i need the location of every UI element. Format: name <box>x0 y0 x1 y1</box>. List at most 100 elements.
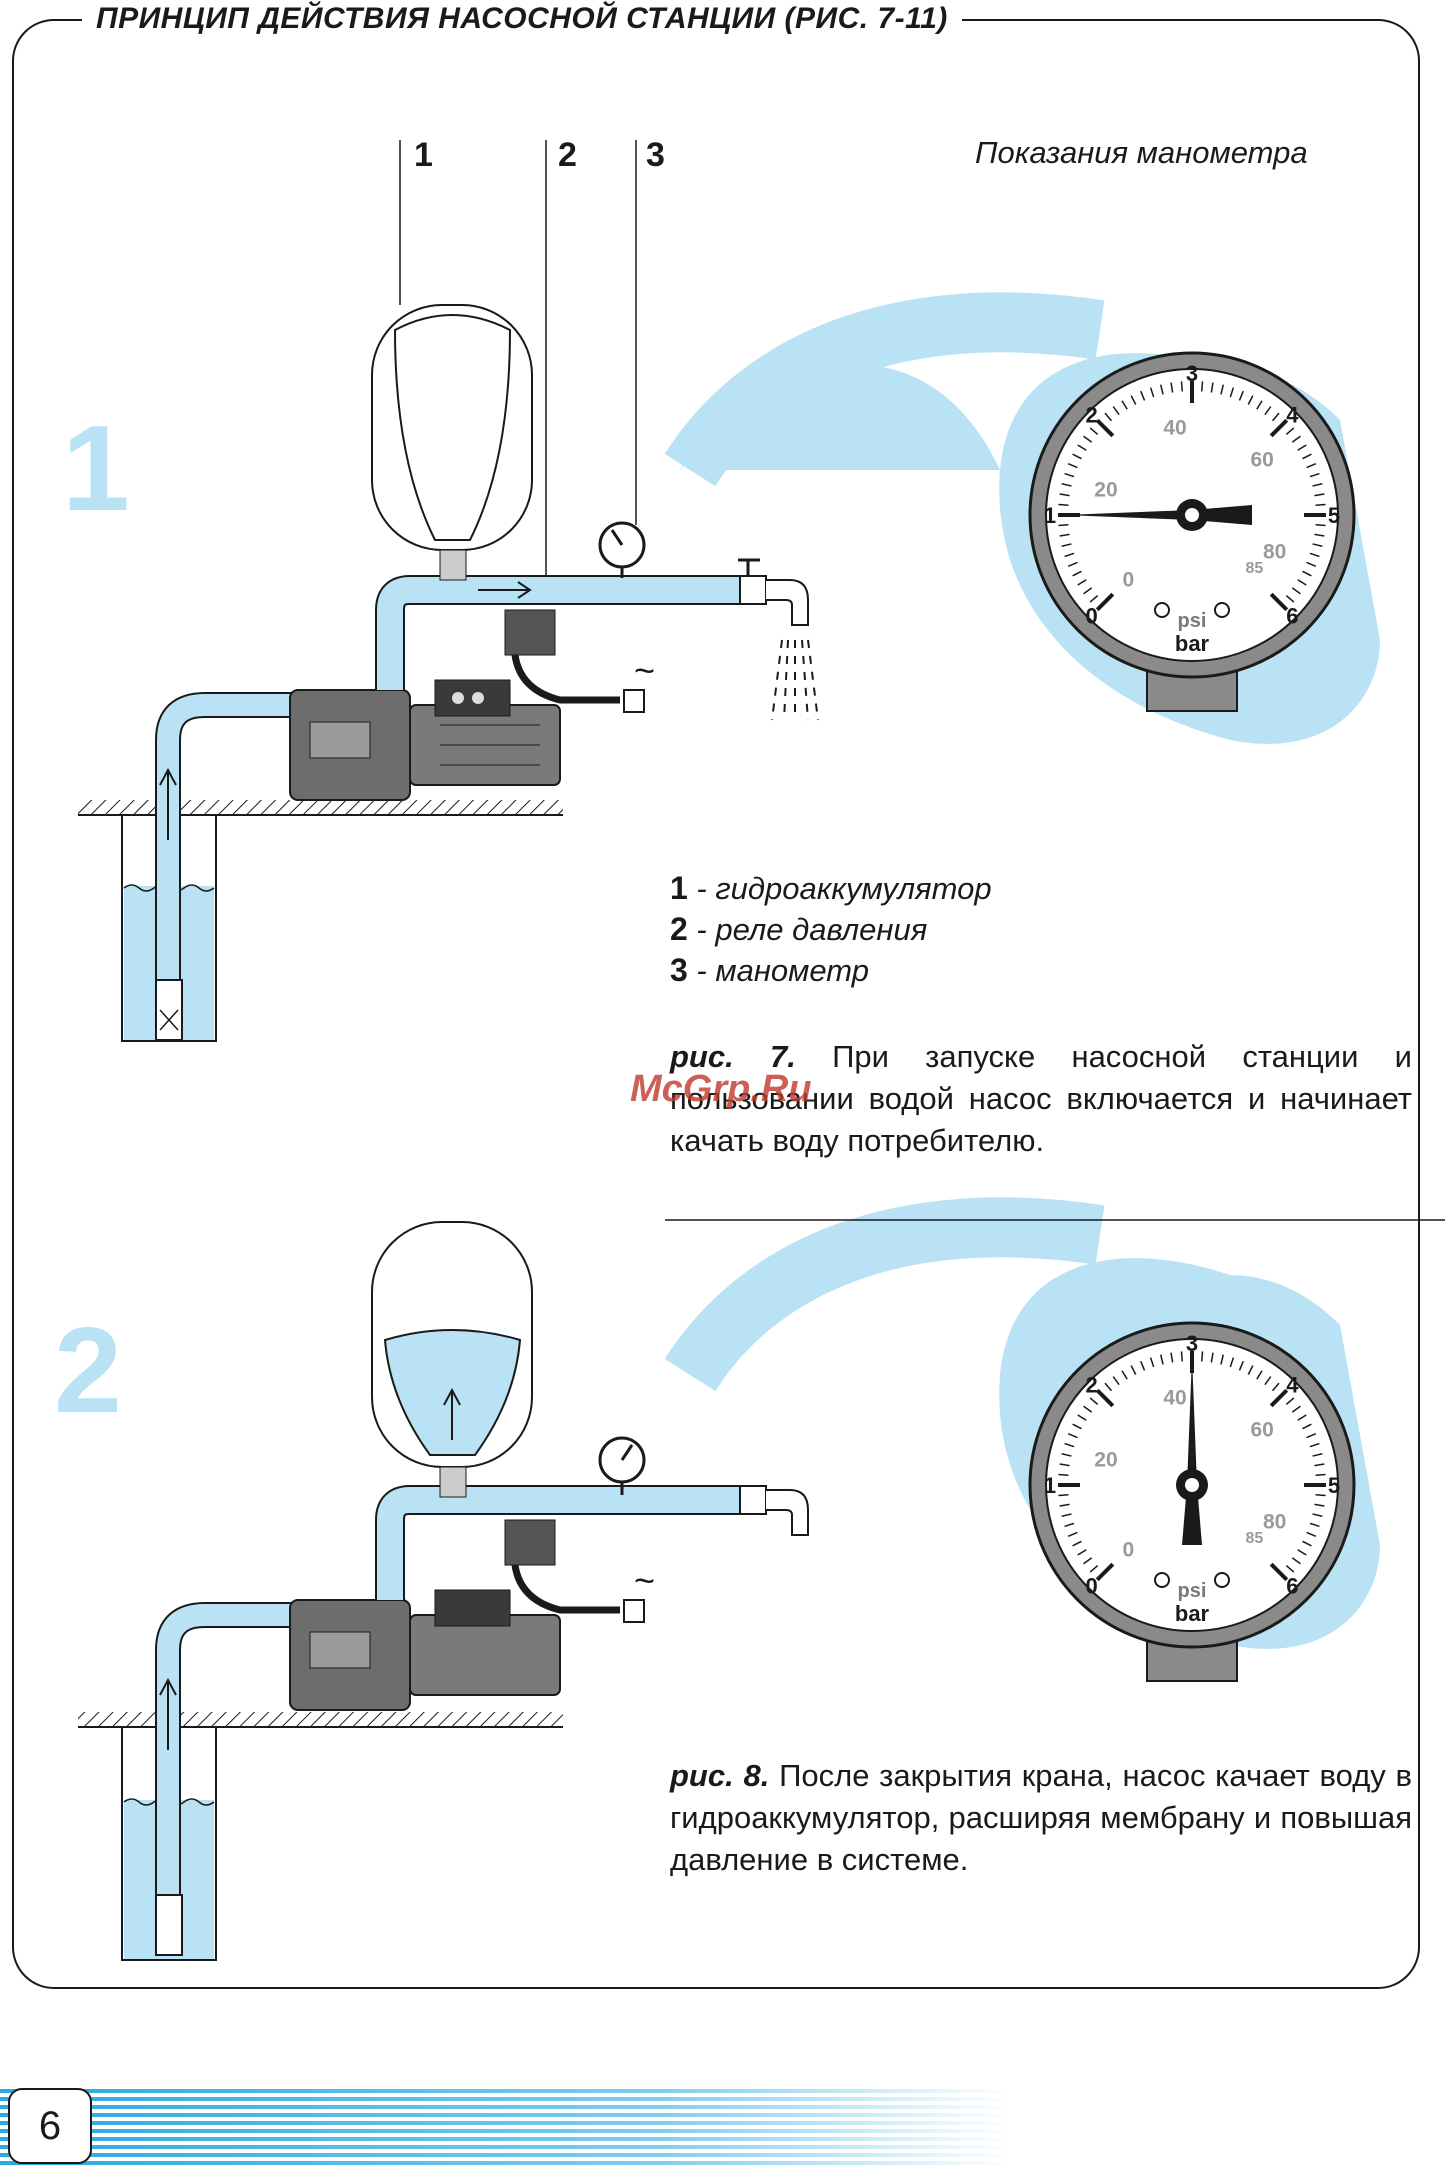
gauge-tick <box>1229 387 1235 398</box>
gauge-tick <box>1291 587 1301 595</box>
gauge-tick <box>1269 1562 1289 1582</box>
gauge-tick <box>1083 587 1093 595</box>
gauge-tick <box>1256 400 1263 410</box>
gauge-tick <box>1112 406 1120 416</box>
gauge-tick <box>1095 592 1115 612</box>
gauge-tick <box>1064 472 1075 478</box>
gauge-screw <box>1214 1572 1230 1588</box>
footer-stripe <box>0 2097 1447 2101</box>
gauge-tick <box>1149 1357 1155 1368</box>
legend: 1 - гидроаккумулятор 2 - реле давления 3… <box>670 868 992 991</box>
gauge-tick <box>1112 1376 1120 1386</box>
gauge-tick <box>1061 1452 1072 1457</box>
gauge-bar-label: 1 <box>1044 503 1056 528</box>
gauge-tick <box>1083 435 1093 443</box>
gauge-tick <box>1314 1503 1325 1507</box>
gauge-tick <box>1089 594 1099 603</box>
footer-stripe <box>0 2137 1447 2141</box>
gauge-tick <box>1297 1549 1307 1556</box>
gauge-bar-label: 4 <box>1286 403 1299 428</box>
footer-stripes <box>0 2089 1447 2165</box>
gauge-tick <box>1067 1531 1078 1537</box>
gauge-tick <box>1140 390 1146 401</box>
gauge-tick <box>1302 570 1312 577</box>
gauge-tick <box>1061 1513 1072 1518</box>
gauge-psi-label: 80 <box>1263 1511 1286 1534</box>
gauge-tick <box>1210 1352 1214 1363</box>
gauge-tick <box>1302 1540 1312 1547</box>
gauge-bar-label: 5 <box>1328 503 1340 528</box>
gauge-tick <box>1072 453 1082 460</box>
gauge-tick <box>1089 1397 1099 1406</box>
gauge-tick <box>1159 384 1164 395</box>
gauge-tick <box>1309 1442 1320 1448</box>
gauge-tick <box>1200 381 1204 392</box>
gauge-unit-psi: psi <box>1178 1580 1207 1602</box>
gauge-unit-bar: bar <box>1175 1601 1210 1626</box>
footer-stripe <box>0 2113 1447 2117</box>
gauge-tick <box>1291 1405 1301 1413</box>
gauge-tick <box>1264 406 1272 416</box>
gauge-tick <box>1058 1473 1069 1477</box>
gauge-tick <box>1200 1351 1204 1362</box>
gauge-tick <box>1314 533 1325 537</box>
gauge-tick <box>1104 412 1113 422</box>
page-title: ПРИНЦИП ДЕЙСТВИЯ НАСОСНОЙ СТАНЦИИ (РИС. … <box>82 2 962 36</box>
gauge-tick <box>1256 1370 1263 1380</box>
gauge-tick <box>1159 1354 1164 1365</box>
gauge-tick <box>1180 1351 1184 1362</box>
gauge-tick <box>1312 543 1323 548</box>
gauge-tick <box>1314 1463 1325 1467</box>
fig8-text: После закрытия крана, насос качает воду … <box>670 1758 1412 1877</box>
gauge-tick <box>1220 1354 1225 1365</box>
gauge-tick <box>1121 1370 1128 1380</box>
gauge-psi-label: 85 <box>1245 560 1263 577</box>
gauge-tick <box>1064 1442 1075 1448</box>
legend-item: 3 - манометр <box>670 952 870 988</box>
gauge-psi-label: 20 <box>1094 1449 1117 1472</box>
gauge-tick <box>1095 1562 1115 1582</box>
gauge-tick <box>1061 482 1072 487</box>
gauge-tick <box>1058 1493 1069 1497</box>
gauge-bar-label: 4 <box>1286 1373 1299 1398</box>
footer-stripe <box>0 2089 1447 2093</box>
footer-stripe <box>0 2121 1447 2125</box>
gauge-hub-center <box>1185 1478 1199 1492</box>
gauge-tick <box>1247 1365 1254 1375</box>
power-symbol-fig7: ~ <box>634 650 656 691</box>
gauge-caption: Показания манометра <box>975 135 1308 170</box>
gauge-tick <box>1315 1493 1326 1497</box>
gauge-tick <box>1312 1452 1323 1457</box>
gauge-tick <box>1059 1503 1070 1507</box>
gauge-tick <box>1269 418 1289 438</box>
gauge-tick <box>1058 523 1069 527</box>
gauge-bar-label: 2 <box>1085 403 1097 428</box>
gauge-tick <box>1083 1557 1093 1565</box>
gauge-hub-center <box>1185 508 1199 522</box>
gauge-tick <box>1058 503 1069 507</box>
callout-2: 2 <box>558 136 577 174</box>
gauge-psi-label: 40 <box>1163 417 1186 440</box>
gauge-tick <box>1180 381 1184 392</box>
gauge-tick <box>1312 1513 1323 1518</box>
gauge-tick <box>1170 1352 1174 1363</box>
gauge-tick <box>1061 543 1072 548</box>
power-symbol-fig8: ~ <box>634 1560 656 1601</box>
gauge-tick <box>1285 427 1295 436</box>
gauge-tick <box>1067 463 1078 469</box>
gauge-tick <box>1059 533 1070 537</box>
gauge-tick <box>1306 463 1317 469</box>
gauge-tick <box>1077 444 1087 451</box>
gauge-tick <box>1229 1357 1235 1368</box>
gauge-tick <box>1306 561 1317 567</box>
gauge-tick <box>1285 594 1295 603</box>
gauge-tick <box>1083 1405 1093 1413</box>
gauge-bar-label: 0 <box>1085 1573 1097 1598</box>
gauge-bar-label: 3 <box>1186 361 1198 386</box>
footer-stripe <box>0 2129 1447 2133</box>
gauge-tick <box>1077 1414 1087 1421</box>
gauge-psi-label: 20 <box>1094 479 1117 502</box>
gauge-tick <box>1302 453 1312 460</box>
gauge-psi-label: 60 <box>1250 449 1273 472</box>
